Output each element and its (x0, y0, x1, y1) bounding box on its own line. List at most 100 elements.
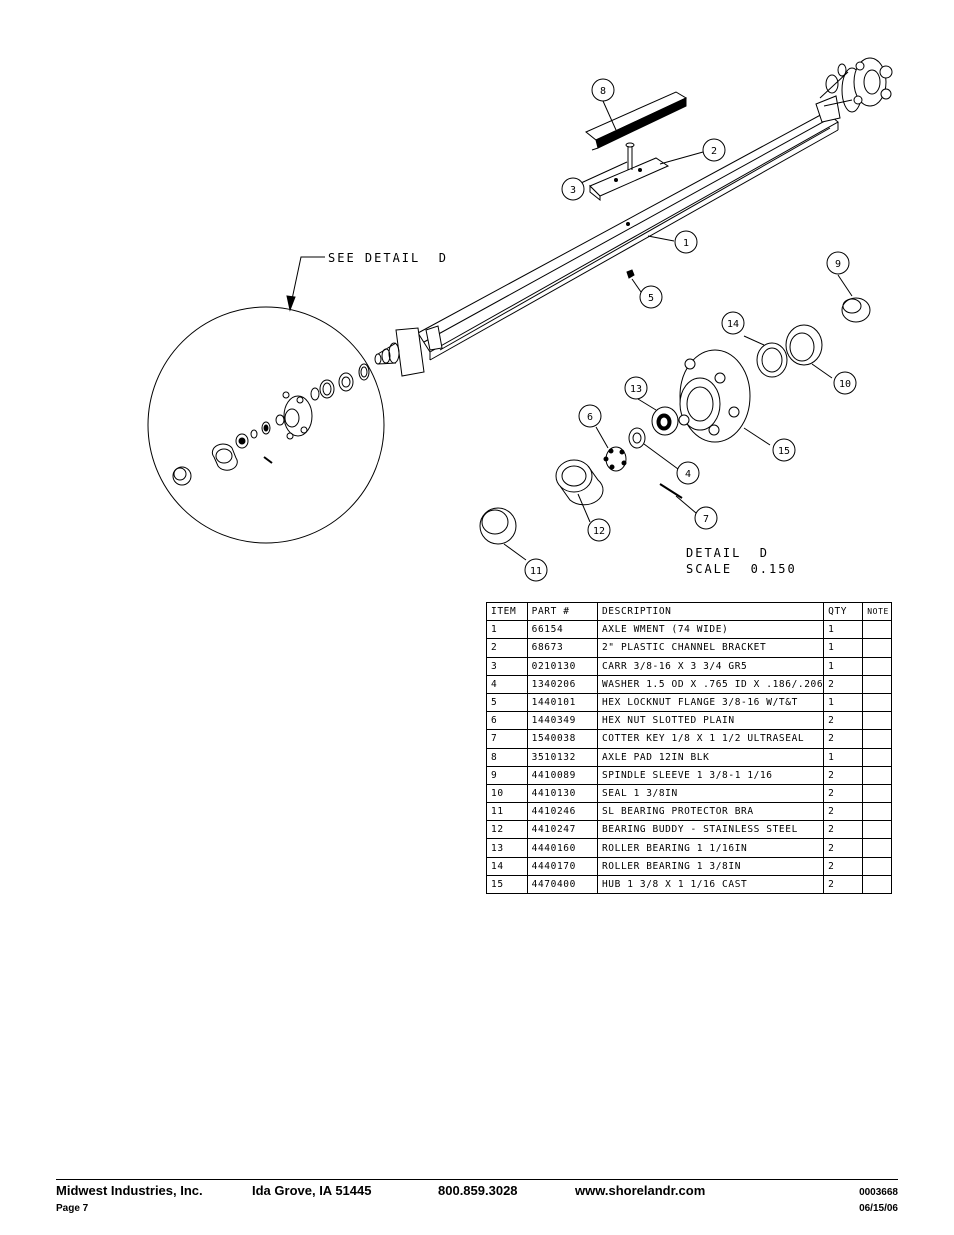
footer-company: Midwest Industries, Inc. (56, 1183, 203, 1198)
seal (785, 324, 823, 366)
cell-description: SEAL 1 3/8IN (596, 783, 825, 804)
table-header-row: ITEM PART # DESCRIPTION QTY NOTE (486, 601, 892, 622)
balloon-13: 13 (624, 376, 648, 400)
cell-item: 6 (486, 711, 528, 731)
cell-part-number: 4410089 (526, 765, 598, 785)
cell-qty: 2 (823, 729, 864, 749)
cell-note (862, 692, 892, 713)
cell-description: HEX LOCKNUT FLANGE 3/8-16 W/T&T (596, 692, 825, 713)
cell-part-number: 3510132 (526, 747, 598, 767)
cotter-key (659, 483, 683, 499)
cell-note (862, 620, 892, 640)
cell-part-number: 4410246 (526, 802, 598, 822)
balloon-4: 4 (676, 461, 700, 485)
balloon-14: 14 (721, 311, 745, 335)
see-detail-label: SEE DETAIL D (328, 251, 448, 265)
cell-part-number: 4470400 (526, 874, 598, 895)
balloon-6: 6 (578, 404, 602, 428)
footer-website[interactable]: www.shorelandr.com (575, 1183, 706, 1198)
balloon-9: 9 (826, 251, 850, 275)
cell-part-number: 4440170 (526, 856, 598, 876)
cell-qty: 2 (823, 765, 864, 785)
cell-note (862, 765, 892, 785)
cell-part-number: 4440160 (526, 838, 598, 858)
detail-title: DETAIL D (686, 546, 769, 560)
svg-text:12: 12 (593, 526, 605, 537)
cell-qty: 2 (823, 838, 864, 858)
cell-item: 7 (486, 729, 528, 749)
cell-description: AXLE WMENT (74 WIDE) (596, 620, 825, 640)
cell-description: HEX NUT SLOTTED PLAIN (596, 711, 825, 731)
cell-qty: 2 (823, 856, 864, 876)
cell-qty: 2 (823, 874, 864, 895)
cell-qty: 1 (823, 692, 864, 713)
axle-pad (585, 91, 688, 151)
svg-text:4: 4 (685, 469, 691, 480)
cell-item: 14 (486, 856, 528, 876)
carriage-bolt (625, 142, 635, 170)
cell-note (862, 711, 892, 731)
cell-item: 1 (486, 620, 528, 640)
cell-note (862, 874, 892, 895)
footer-page-number: Page 7 (56, 1203, 89, 1214)
balloon-3: 3 (561, 177, 585, 201)
svg-text:10: 10 (839, 379, 851, 390)
bearing-buddy (555, 459, 604, 506)
svg-text:11: 11 (530, 566, 542, 577)
svg-text:5: 5 (648, 293, 654, 304)
cell-note (862, 838, 892, 858)
callout-balloons: 1 2 3 4 5 6 7 8 9 10 11 12 13 14 15 (524, 78, 857, 582)
channel-bracket (589, 157, 670, 202)
cell-part-number: 1440101 (526, 692, 598, 713)
svg-text:15: 15 (778, 446, 790, 457)
svg-text:1: 1 (683, 238, 689, 249)
cell-item: 4 (486, 674, 528, 694)
cell-note (862, 674, 892, 694)
hex-locknut (626, 269, 635, 279)
cell-item: 9 (486, 765, 528, 785)
roller-bearing-14 (756, 342, 788, 378)
cell-part-number: 0210130 (526, 656, 598, 676)
cell-note (862, 856, 892, 876)
balloon-1: 1 (674, 230, 698, 254)
svg-text:9: 9 (835, 259, 841, 270)
cell-description: SL BEARING PROTECTOR BRA (596, 802, 825, 822)
cell-note (862, 783, 892, 804)
roller-bearing-13 (651, 406, 679, 436)
svg-text:3: 3 (570, 185, 576, 196)
cell-description: ROLLER BEARING 1 1/16IN (596, 838, 825, 858)
cell-note (862, 802, 892, 822)
cell-qty: 1 (823, 638, 864, 658)
cell-description: BEARING BUDDY - STAINLESS STEEL (596, 820, 825, 840)
cell-description: 2" PLASTIC CHANNEL BRACKET (596, 638, 825, 658)
cell-note (862, 638, 892, 658)
footer-date: 06/15/06 (859, 1203, 898, 1214)
cell-part-number: 1340206 (526, 674, 598, 694)
cell-item: 11 (486, 802, 528, 822)
left-spindle (374, 325, 443, 377)
balloon-15: 15 (772, 438, 796, 462)
footer-doc-number: 0003668 (859, 1187, 898, 1198)
footer-location: Ida Grove, IA 51445 (252, 1183, 372, 1198)
header-item: ITEM (486, 601, 528, 622)
balloon-7: 7 (694, 506, 718, 530)
balloon-10: 10 (833, 371, 857, 395)
leader-lines (503, 100, 853, 561)
header-part-number: PART # (526, 601, 598, 622)
svg-text:7: 7 (703, 514, 709, 525)
cell-part-number: 1540038 (526, 729, 598, 749)
cell-qty: 2 (823, 711, 864, 731)
slotted-nut (603, 446, 627, 472)
spindle-sleeve (841, 297, 871, 323)
detail-circle (147, 306, 385, 544)
svg-text:2: 2 (711, 146, 717, 157)
cell-item: 3 (486, 656, 528, 676)
cell-description: HUB 1 3/8 X 1 1/16 CAST (596, 874, 825, 895)
